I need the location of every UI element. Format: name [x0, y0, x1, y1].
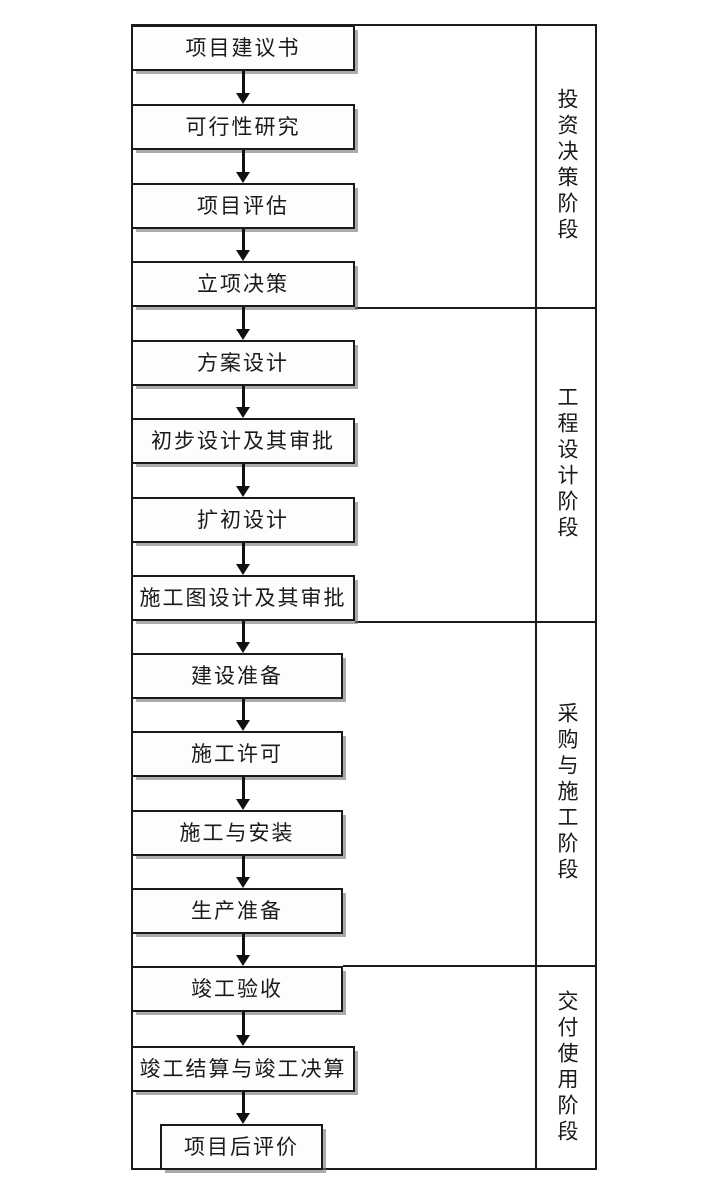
process-node[interactable]: 项目后评价: [160, 1124, 323, 1170]
node-label: 项目评估: [197, 193, 289, 218]
process-node[interactable]: 建设准备: [131, 653, 343, 699]
phase-label-cell: 投资决策阶段: [537, 24, 597, 307]
flow-arrow: [236, 229, 250, 261]
process-node[interactable]: 项目评估: [131, 183, 355, 229]
process-node[interactable]: 立项决策: [131, 261, 355, 307]
flow-arrow: [236, 1092, 250, 1124]
node-label: 可行性研究: [185, 114, 301, 139]
process-node[interactable]: 方案设计: [131, 340, 355, 386]
phase-column-separator: [535, 24, 537, 1170]
flow-arrow: [236, 71, 250, 104]
node-label: 立项决策: [197, 271, 289, 296]
node-label: 项目后评价: [184, 1134, 299, 1159]
process-node[interactable]: 初步设计及其审批: [131, 418, 355, 464]
flow-arrow: [236, 699, 250, 731]
phase-label: 交付使用阶段: [555, 989, 580, 1146]
node-label: 项目建议书: [185, 35, 301, 60]
phase-divider-2: [355, 621, 597, 623]
node-label: 扩初设计: [197, 507, 289, 532]
flow-arrow: [236, 464, 250, 497]
phase-label-cell: 工程设计阶段: [537, 307, 597, 621]
process-node[interactable]: 施工图设计及其审批: [131, 575, 355, 621]
flow-arrow: [236, 307, 250, 340]
flow-arrow: [236, 856, 250, 888]
node-label: 初步设计及其审批: [151, 428, 335, 453]
phase-divider-1: [355, 307, 597, 309]
phase-label: 工程设计阶段: [555, 386, 580, 542]
process-node[interactable]: 施工许可: [131, 731, 343, 777]
process-node[interactable]: 项目建议书: [131, 25, 355, 71]
flow-arrow: [236, 386, 250, 418]
node-label: 生产准备: [191, 898, 283, 923]
node-label: 方案设计: [197, 350, 289, 375]
process-node[interactable]: 生产准备: [131, 888, 343, 934]
process-node[interactable]: 竣工结算与竣工决算: [131, 1046, 355, 1092]
node-label: 建设准备: [191, 663, 283, 688]
node-label: 施工与安装: [179, 820, 295, 845]
process-node[interactable]: 施工与安装: [131, 810, 343, 856]
phase-label-cell: 交付使用阶段: [537, 965, 597, 1170]
phase-label-cell: 采购与施工阶段: [537, 621, 597, 965]
phase-label: 投资决策阶段: [555, 87, 580, 244]
flow-arrow: [236, 150, 250, 183]
process-node[interactable]: 竣工验收: [131, 966, 343, 1012]
flow-arrow: [236, 934, 250, 966]
phase-divider-3: [343, 965, 597, 967]
node-label: 竣工结算与竣工决算: [139, 1056, 347, 1081]
flow-arrow: [236, 1012, 250, 1046]
flow-arrow: [236, 621, 250, 653]
process-node[interactable]: 扩初设计: [131, 497, 355, 543]
node-label: 施工图设计及其审批: [139, 585, 347, 610]
node-label: 竣工验收: [191, 976, 283, 1001]
process-node[interactable]: 可行性研究: [131, 104, 355, 150]
phase-label: 采购与施工阶段: [555, 702, 580, 884]
node-label: 施工许可: [191, 741, 283, 766]
flow-arrow: [236, 543, 250, 575]
flow-arrow: [236, 777, 250, 810]
